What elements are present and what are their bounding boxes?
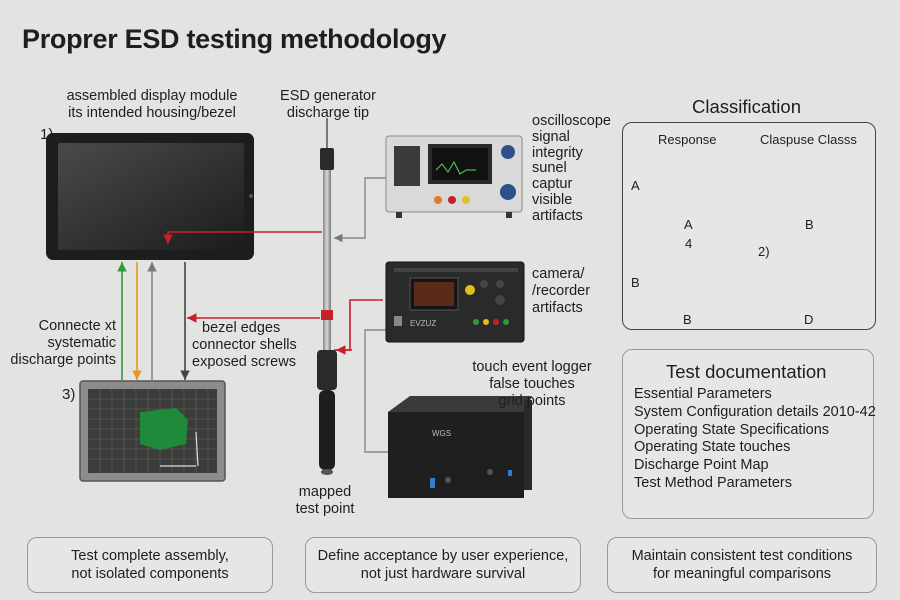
documentation-item: Operating State touches — [634, 439, 791, 456]
camera-recorder-label: camera/ /recorder artifacts — [532, 266, 591, 316]
classification-caption-b-top: B — [805, 217, 814, 232]
camera-brand-text: EVZUZ — [410, 319, 436, 328]
documentation-item: System Configuration details 2010-42 — [634, 403, 876, 420]
documentation-list: Essential Parameters System Configuratio… — [634, 386, 876, 493]
page-title: Proprer ESD testing methodology — [22, 24, 447, 54]
box-brand-text: WGS — [432, 429, 451, 438]
oscilloscope-device — [385, 135, 523, 218]
classification-caption-a: A — [684, 217, 693, 232]
classification-panel — [622, 122, 876, 330]
bottom-note-2: Define acceptance by user experience,not… — [305, 537, 581, 593]
esd-generator-probe — [317, 118, 337, 475]
marker-1: 1) — [40, 126, 54, 143]
classification-row-b: B — [631, 275, 640, 290]
mapped-test-point-label: mapped test point — [295, 484, 355, 517]
display-module-label: assembled display module its intended ho… — [66, 88, 238, 121]
marker-3: 3) — [62, 386, 76, 403]
bezel-edges-label: bezel edges connector shells exposed scr… — [192, 320, 297, 370]
classification-caption-4: 4 — [685, 236, 693, 251]
documentation-item: Operating State Specifications — [634, 421, 830, 438]
esd-generator-label: ESD generator discharge tip — [280, 88, 376, 121]
classification-col-class: Claspuse Classs — [760, 132, 857, 147]
connect-points-label: Connecte xt systematic discharge points — [10, 318, 116, 368]
documentation-item: Discharge Point Map — [634, 457, 769, 474]
classification-row-a: A — [631, 178, 640, 193]
touch-logger-label: touch event logger false touches grid po… — [472, 359, 592, 409]
touch-logger-device: WGS — [388, 396, 532, 498]
display-module — [46, 133, 254, 260]
documentation-item: Test Method Parameters — [634, 474, 792, 491]
camera-recorder-device: EVZUZ — [385, 261, 525, 343]
documentation-title: Test documentation — [666, 361, 827, 382]
documentation-panel — [622, 349, 874, 519]
oscilloscope-label: oscilloscope signal integrity sunel capt… — [532, 113, 611, 224]
documentation-item: Essential Parameters — [634, 386, 772, 402]
classification-marker-2: 2) — [758, 244, 770, 259]
classification-caption-d: D — [804, 312, 814, 327]
classification-title: Classification — [692, 96, 801, 117]
touch-grid-monitor — [79, 380, 226, 482]
bottom-note-1: Test complete assembly,not isolated comp… — [27, 537, 273, 593]
classification-caption-b-bottom: B — [683, 312, 692, 327]
classification-col-response: Response — [658, 132, 717, 147]
